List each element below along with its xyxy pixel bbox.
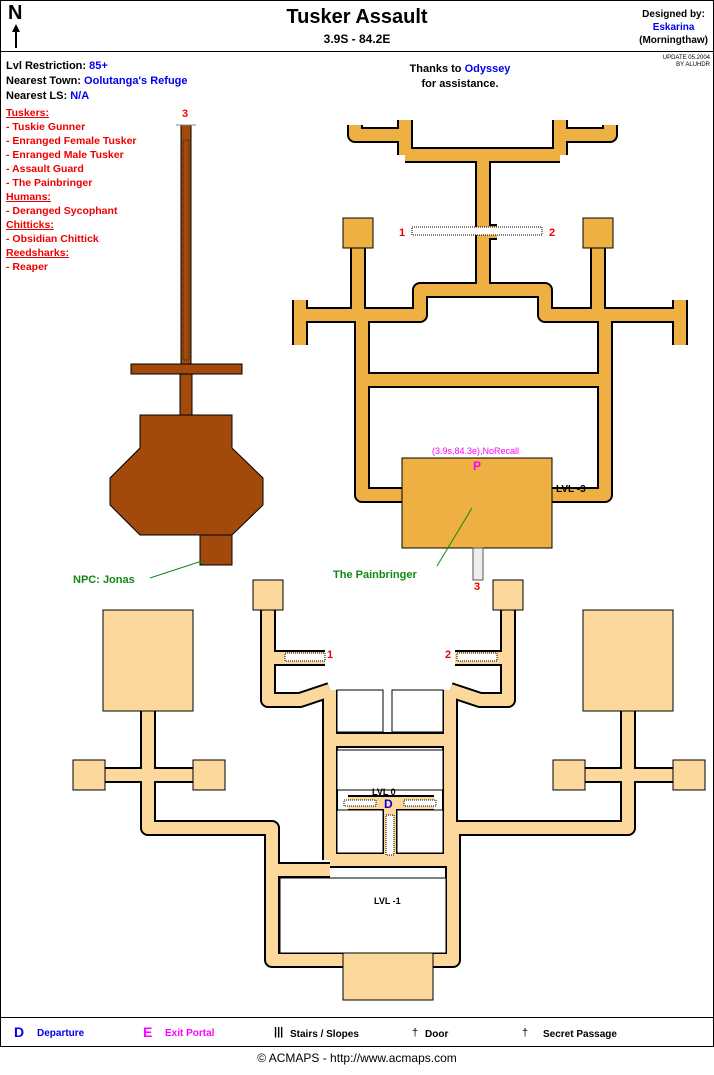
lvl-restriction: Lvl Restriction: 85+	[6, 60, 108, 72]
map-coords: 3.9S - 84.2E	[323, 32, 391, 46]
thanks-pre: Thanks to	[409, 63, 462, 75]
monster-item: - Enranged Female Tusker	[6, 135, 137, 147]
secret-passage-icon: †	[522, 1027, 529, 1039]
legend-departure-mark: D	[14, 1024, 25, 1040]
monster-item: - The Painbringer	[6, 177, 93, 189]
monster-list: Tuskers: - Tuskie Gunner - Enranged Fema…	[6, 106, 137, 274]
update-date: UPDATE 05.2004	[662, 55, 710, 61]
stair-label-3: 3	[182, 108, 189, 120]
north-label: N	[8, 2, 23, 24]
stair-label-2: 2	[549, 227, 556, 239]
level-minus3-complex	[300, 120, 680, 581]
legend-exit-mark: E	[143, 1024, 153, 1040]
painbringer-room	[401, 457, 553, 549]
north-arrow-icon	[12, 24, 20, 48]
group-heading: Reedsharks:	[6, 247, 70, 259]
update-by: BY ALUHDR	[676, 62, 710, 68]
ls-value: N/A	[70, 90, 90, 102]
departure-marker[interactable]: D	[384, 797, 393, 811]
portal-coords: (3.9s,84.3e),NoRecall	[432, 446, 520, 456]
designed-by-label: Designed by:	[642, 9, 705, 20]
copyright-footer: © ACMAPS - http://www.acmaps.com	[257, 1051, 457, 1065]
legend-stairs: Stairs / Slopes	[290, 1029, 359, 1040]
legend-secret: Secret Passage	[543, 1029, 617, 1040]
stair-label-2: 2	[445, 649, 452, 661]
group-heading: Chitticks:	[6, 219, 54, 231]
stair-label-3: 3	[474, 581, 481, 593]
level-brown-complex	[109, 124, 264, 579]
stair-label-1: 1	[327, 649, 334, 661]
door-icon: †	[412, 1027, 419, 1039]
level-label-0: LVL 0	[372, 787, 396, 797]
legend-exit: Exit Portal	[165, 1028, 215, 1039]
town-label: Nearest Town:	[6, 75, 81, 87]
stairs-3-down	[472, 547, 484, 581]
monster-item: - Deranged Sycophant	[6, 205, 118, 217]
update-note: UPDATE 05.2004 BY ALUHDR	[663, 55, 710, 69]
group-heading: Tuskers:	[6, 107, 49, 119]
town-value: Oolutanga's Refuge	[84, 75, 188, 87]
map-title: Tusker Assault	[286, 6, 428, 28]
legend-departure: Departure	[37, 1028, 85, 1039]
designer-server: (Morningthaw)	[639, 35, 708, 46]
nearest-ls: Nearest LS: N/A	[6, 90, 89, 102]
level-label-minus3: LVL -3	[556, 484, 586, 495]
lvl-label: Lvl Restriction:	[6, 60, 87, 72]
stair-label-1: 1	[399, 227, 406, 239]
stairs-1-2	[411, 226, 543, 236]
designer-block: Designed by: Eskarina (Morningthaw)	[639, 8, 708, 47]
thanks-name: Odyssey	[464, 63, 511, 75]
thanks-post: for assistance.	[421, 78, 499, 90]
thanks-note: Thanks to Odyssey for assistance.	[380, 62, 540, 92]
monster-item: - Enranged Male Tusker	[6, 149, 124, 161]
level-label-minus1: LVL -1	[374, 896, 401, 906]
npc-jonas-label: NPC: Jonas	[73, 574, 135, 586]
designer-name: Eskarina	[652, 22, 695, 33]
portal-marker[interactable]: P	[473, 459, 482, 473]
nearest-town: Nearest Town: Oolutanga's Refuge	[6, 75, 188, 87]
lvl-value: 85+	[89, 60, 108, 72]
level-0-complex	[72, 579, 706, 1001]
legend-door: Door	[425, 1029, 449, 1040]
painbringer-label: The Painbringer	[333, 569, 417, 581]
group-heading: Humans:	[6, 191, 51, 203]
monster-item: - Assault Guard	[6, 163, 84, 175]
monster-item: - Obsidian Chittick	[6, 233, 99, 245]
monster-item: - Reaper	[6, 261, 49, 273]
ls-label: Nearest LS:	[6, 90, 68, 102]
monster-item: - Tuskie Gunner	[6, 121, 86, 133]
stairs-icon: |||	[274, 1026, 284, 1038]
